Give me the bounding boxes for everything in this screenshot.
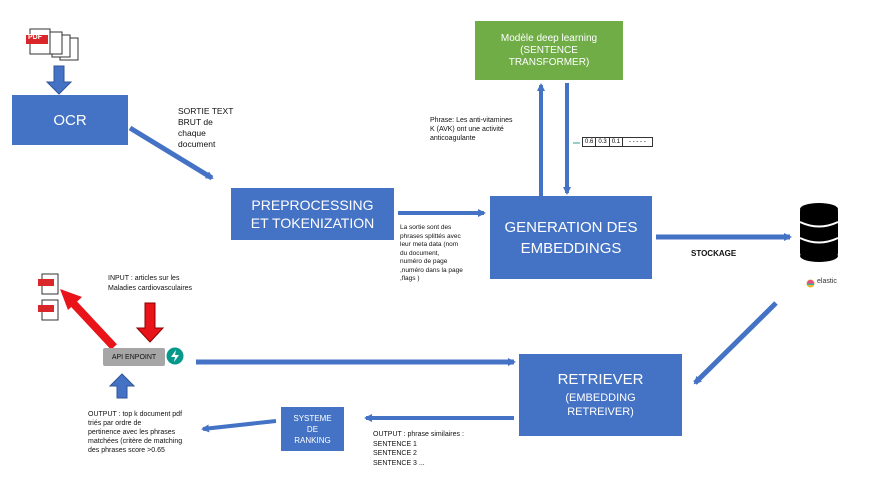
pdf-files-icon: PDF (20, 28, 84, 62)
api-endpoint-box: API ENPOINT (103, 348, 165, 366)
note-stockage: STOCKAGE (691, 249, 737, 258)
database-icon (796, 202, 842, 262)
retriever-label: RETRIEVER (557, 371, 644, 388)
note-input: INPUT : articles sur les Maladies cardio… (108, 275, 193, 292)
lightning-icon (166, 347, 184, 365)
generation-label: GENERATION DES EMBEDDINGS (504, 218, 638, 257)
ocr-box: OCR (12, 95, 128, 145)
generation-box: GENERATION DES EMBEDDINGS (490, 196, 652, 279)
arrow-api-to-pdf-out (69, 299, 117, 350)
arrow-elastic-to-retriever (693, 301, 778, 385)
vector-cell: - - - - - (623, 137, 653, 147)
arrow-api-to-pdf-out-head (60, 289, 82, 310)
retriever-box: RETRIEVER (EMBEDDING RETREIVER) (519, 354, 682, 436)
vector-cell: 0.6 (582, 137, 597, 147)
note-split: La sortie sont des phrases splittés avec… (400, 224, 463, 282)
model-label: Modèle deep learning (SENTENCE TRANSFORM… (500, 32, 598, 68)
vector-cells: 0.6 0.3 0.1 - - - - - (582, 137, 653, 147)
arrow-ocr-to-preprocessing (128, 125, 214, 181)
ranking-box: SYSTEME DE RANKING (281, 407, 344, 451)
ocr-label: OCR (53, 111, 87, 129)
preprocessing-label: PREPROCESSING ET TOKENIZATION (250, 197, 375, 231)
note-sortie-text: SORTIE TEXT BRUT de chaque document (178, 106, 234, 149)
elastic-logo-icon: elastic (806, 278, 842, 290)
arrow-ranking-to-output (201, 419, 277, 433)
elastic-label: elastic (817, 278, 837, 285)
arrow-pdf-to-ocr (45, 65, 73, 95)
pdf-label: PDF (28, 34, 42, 41)
vector-cell: 0.1 (609, 137, 624, 147)
note-output-phrases: OUTPUT : phrase similaires : SENTENCE 1 … (373, 431, 464, 467)
retriever-sublabel: (EMBEDDING RETREIVER) (565, 392, 636, 418)
note-output-docs: OUTPUT : top k document pdf triés par or… (88, 411, 183, 454)
preprocessing-box: PREPROCESSING ET TOKENIZATION (231, 188, 394, 240)
note-phrase: Phrase: Les anti-vitamines K (AVK) ont u… (430, 117, 513, 142)
arrow-output-to-api (108, 373, 136, 399)
ranking-label: SYSTEME DE RANKING (293, 413, 332, 445)
arrow-input-to-api (135, 302, 165, 343)
model-box: Modèle deep learning (SENTENCE TRANSFORM… (475, 21, 623, 80)
pdf-file-icon (36, 272, 62, 324)
vector-cell: 0.3 (596, 137, 610, 147)
api-label: API ENPOINT (111, 353, 157, 361)
